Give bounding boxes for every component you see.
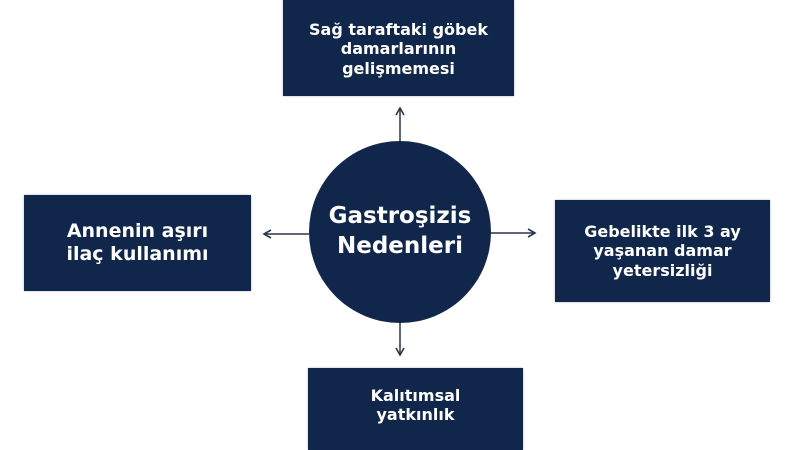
central-topic-circle: Gastroşizis Nedenleri xyxy=(309,141,491,323)
cause-node-umbilical-veins: Sağ taraftaki göbek damarlarının gelişme… xyxy=(283,0,514,96)
node-text-line: Sağ taraftaki göbek xyxy=(309,20,488,40)
node-text-line: Kalıtımsal xyxy=(370,385,461,405)
node-text-line: yaşanan damar xyxy=(593,241,732,261)
node-text-line: yetersizliği xyxy=(612,260,713,280)
node-text-line: gelişmemesi xyxy=(342,58,455,78)
node-text-line: ilaç kullanımı xyxy=(66,243,209,265)
node-text-line: Annenin aşırı xyxy=(66,220,209,243)
central-topic-line: Gastroşizis xyxy=(328,203,472,230)
node-text-line: damarlarının xyxy=(340,39,457,59)
node-text-line: Gebelikte ilk 3 ay xyxy=(584,222,741,242)
cause-node-vascular-insufficiency: Gebelikte ilk 3 ay yaşanan damar yetersi… xyxy=(555,200,770,302)
cause-node-genetic-predisposition: Kalıtımsal yatkınlık xyxy=(308,368,523,450)
node-text-line: yatkınlık xyxy=(376,405,455,424)
central-topic-line: Nedenleri xyxy=(336,233,463,259)
cause-node-maternal-drug-use: Annenin aşırı ilaç kullanımı xyxy=(24,195,251,291)
